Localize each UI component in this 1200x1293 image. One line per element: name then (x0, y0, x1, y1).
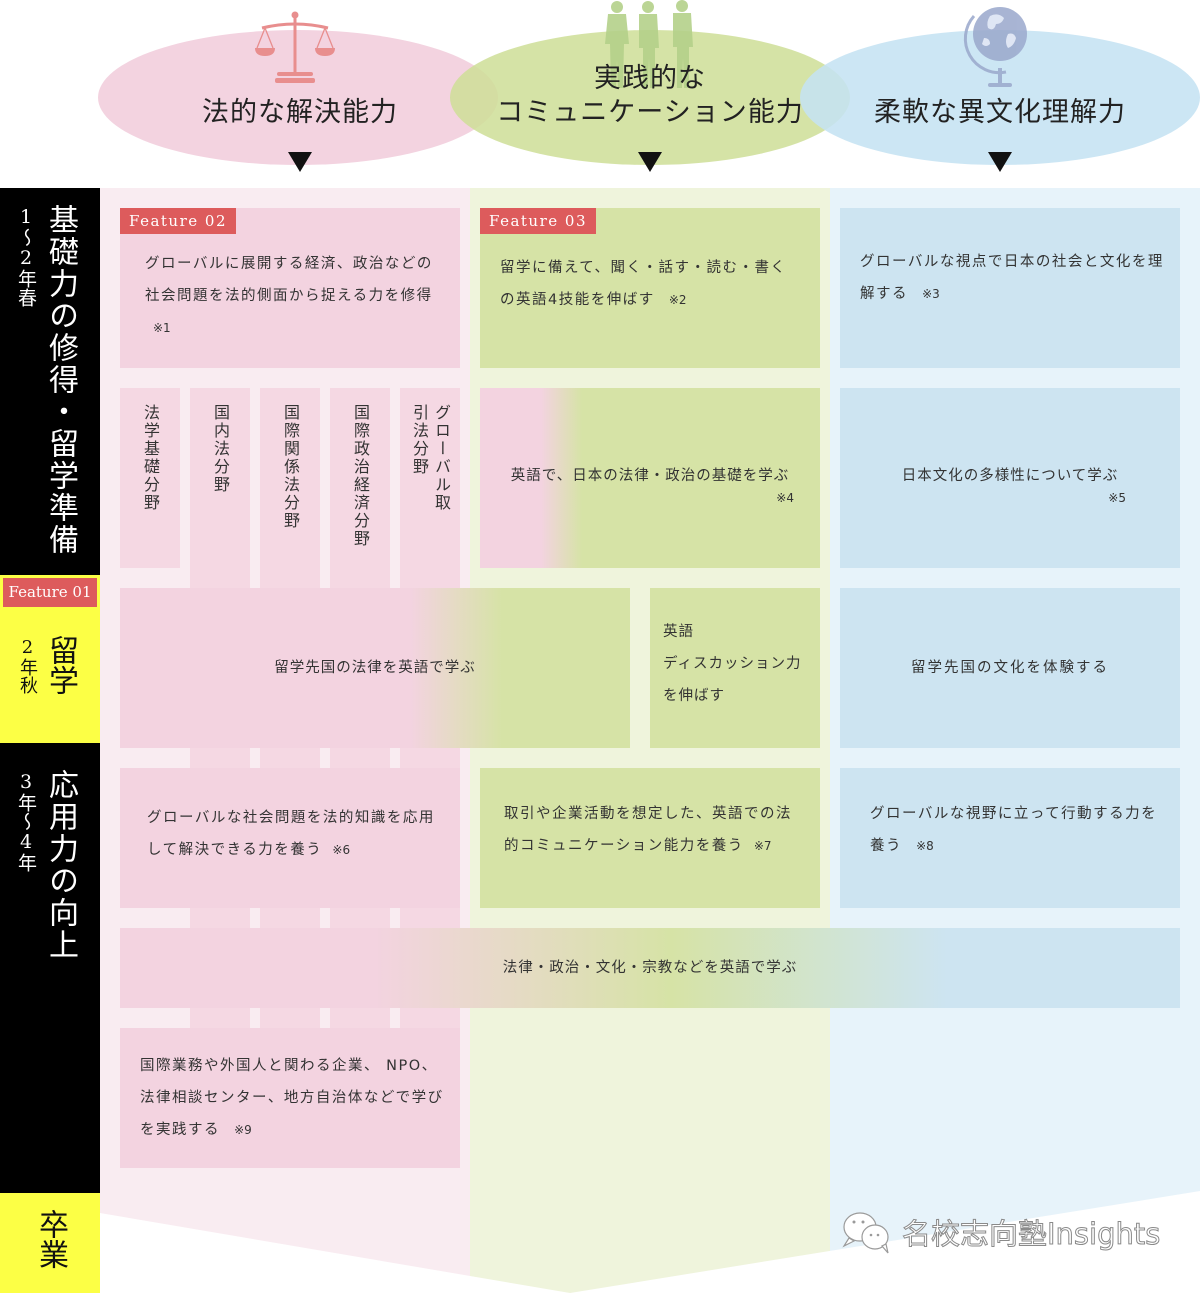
footnote-ref: ※5 (1108, 491, 1126, 505)
card-text-line: 英語 (663, 624, 694, 640)
pillar-title-culture: 柔軟な異文化理解力 (874, 97, 1126, 128)
field-label: 法学基礎分野 (141, 404, 160, 512)
watermark-text: 名校志向塾Insights (901, 1217, 1161, 1252)
card-text-block: グローバルな視野に立って行動する力を養う ※8 (870, 798, 1160, 862)
card-text: 英語で、日本の法律・政治の基礎を学ぶ (510, 468, 790, 484)
card-text: グローバルな社会問題を法的知識を応用して解決できる力を養う (147, 810, 435, 858)
card-law-applied: グローバルな社会問題を法的知識を応用して解決できる力を養う ※6 (120, 768, 460, 908)
card-text: 日本文化の多様性について学ぶ (901, 468, 1119, 484)
card-law-foundation: Feature 02 グローバルに展開する経済、政治などの社会問題を法的側面から… (120, 208, 460, 368)
pillar-title-communication-line1: 実践的な (594, 63, 706, 94)
scales-of-justice-icon (255, 11, 335, 83)
feature-tag: Feature 02 (120, 208, 236, 234)
card-text-block: 英語 ディスカッション力 を伸ばす (663, 616, 801, 712)
card-text: 法律・政治・文化・宗教などを英語で学ぶ (502, 960, 798, 976)
footnote-ref: ※4 (776, 491, 794, 505)
field-label: 国内法分野 (211, 404, 230, 494)
card-text: グローバルな視野に立って行動する力を養う (870, 806, 1158, 854)
field-label: グローバル取引法分野 (410, 404, 451, 512)
card-english-all-subjects: 法律・政治・文化・宗教などを英語で学ぶ (120, 928, 1180, 1008)
stage-study-abroad-main: 留学 (43, 635, 78, 695)
card-culture-applied: グローバルな視野に立って行動する力を養う ※8 (840, 768, 1180, 908)
card-communication-foundation: Feature 03 留学に備えて、聞く・話す・読む・書くの英語4技能を伸ばす … (480, 208, 820, 368)
footnote-ref: ※8 (916, 839, 934, 853)
card-study-abroad-law: 留学先国の法律を英語で学ぶ (120, 588, 630, 748)
stage-study-abroad-sub: 2年秋 (17, 637, 38, 694)
wechat-icon (842, 1212, 889, 1254)
footnote-ref: ※9 (234, 1123, 252, 1137)
stage-graduation: 卒業 (0, 1193, 100, 1293)
field-label: 国際政治経済分野 (351, 404, 370, 548)
stage-foundation: 1〜2年春 基礎力の修得・留学準備 (0, 188, 100, 575)
card-experience-culture: 留学先国の文化を体験する (840, 588, 1180, 748)
card-english-law-basics: 英語で、日本の法律・政治の基礎を学ぶ ※4 (480, 388, 820, 568)
card-text-block: グローバルな視点で日本の社会と文化を理解する ※3 (860, 246, 1165, 310)
card-english-discussion: 英語 ディスカッション力 を伸ばす (650, 588, 820, 748)
card-text-block: 取引や企業活動を想定した、英語での法的コミュニケーション能力を養う ※7 (504, 798, 804, 862)
globe-icon (963, 7, 1027, 87)
footnote-ref: ※7 (753, 839, 772, 853)
stage-graduation-main: 卒業 (33, 1209, 68, 1269)
stage-foundation-sub: 1〜2年春 (15, 206, 37, 307)
down-arrow-icon (288, 152, 312, 172)
card-text-block: 国際業務や外国人と関わる企業、 NPO、法律相談センター、地方自治体などで学びを… (140, 1050, 445, 1146)
card-text-block: 留学に備えて、聞く・話す・読む・書くの英語4技能を伸ばす ※2 (500, 252, 800, 316)
footnote-ref: ※1 (153, 321, 171, 335)
card-text-block: グローバルな社会問題を法的知識を応用して解決できる力を養う ※6 (147, 802, 442, 866)
card-culture-foundation: グローバルな視点で日本の社会と文化を理解する ※3 (840, 208, 1180, 368)
footnote-ref: ※2 (668, 293, 687, 307)
feature-tag: Feature 03 (480, 208, 596, 234)
watermark: 名校志向塾Insights (840, 1212, 1161, 1254)
stage-applied: 3年〜4年 応用力の向上 (0, 743, 100, 1193)
field-column-bg (120, 388, 180, 568)
card-japanese-culture-diversity: 日本文化の多様性について学ぶ ※5 (840, 388, 1180, 568)
card-text-block: グローバルに展開する経済、政治などの社会問題を法的側面から捉える力を修得 ※1 (145, 248, 440, 344)
down-arrow-icon (638, 152, 662, 172)
pillar-title-communication-line2: コミュニケーション能力 (496, 97, 804, 128)
card-text: グローバルに展開する経済、政治などの社会問題を法的側面から捉える力を修得 (145, 256, 433, 304)
people-silhouette-icon (605, 0, 693, 88)
pillar-ellipse-law (98, 30, 498, 165)
stage-applied-sub: 3年〜4年 (15, 771, 37, 872)
stage-applied-main: 応用力の向上 (43, 769, 78, 961)
card-text: 取引や企業活動を想定した、英語での法的コミュニケーション能力を養う (504, 806, 792, 854)
card-communication-applied: 取引や企業活動を想定した、英語での法的コミュニケーション能力を養う ※7 (480, 768, 820, 908)
card-text-line: を伸ばす (663, 688, 725, 704)
card-text: 留学先国の文化を体験する (911, 660, 1109, 676)
card-text: 留学に備えて、聞く・話す・読む・書くの英語4技能を伸ばす (500, 260, 787, 308)
stage-study-abroad: Feature 01 2年秋 留学 (0, 575, 100, 743)
card-text: 留学先国の法律を英語で学ぶ (274, 660, 476, 676)
feature-tag: Feature 01 (3, 578, 97, 607)
down-arrow-icon (988, 152, 1012, 172)
field-label: 国際関係法分野 (281, 404, 300, 530)
card-text-line: ディスカッション力 (663, 656, 802, 672)
card-practical-learning: 国際業務や外国人と関わる企業、 NPO、法律相談センター、地方自治体などで学びを… (120, 1028, 460, 1168)
card-text: グローバルな視点で日本の社会と文化を理解する (860, 254, 1164, 302)
footnote-ref: ※6 (332, 843, 351, 857)
stage-foundation-main: 基礎力の修得・留学準備 (43, 204, 78, 556)
card-text: 国際業務や外国人と関わる企業、 NPO、法律相談センター、地方自治体などで学びを… (140, 1058, 444, 1138)
pillar-title-law: 法的な解決能力 (202, 97, 398, 128)
footnote-ref: ※3 (922, 287, 940, 301)
